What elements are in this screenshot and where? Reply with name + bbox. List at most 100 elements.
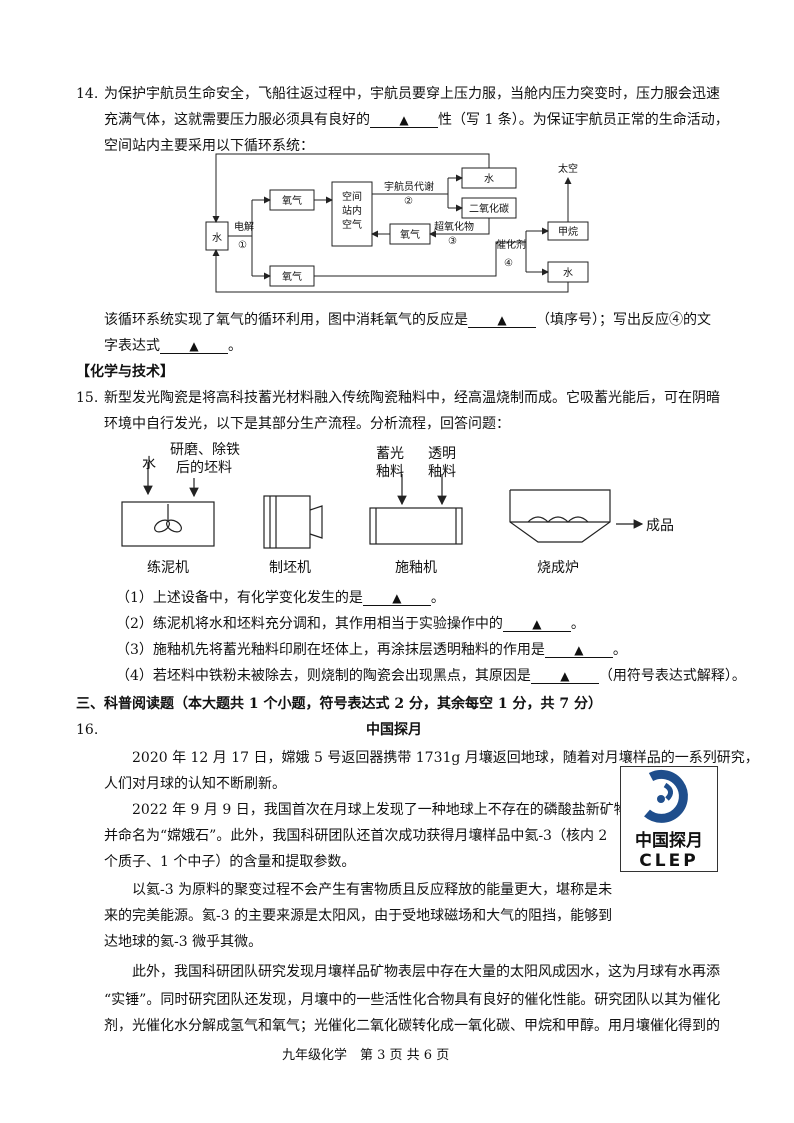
diagram-circle4: ④	[504, 258, 513, 269]
q14-line5: 字表达式 ▲ 。	[104, 336, 242, 356]
q15-sub1a: （1）上述设备中，有化学变化发生的是	[116, 590, 363, 606]
q16-p4c: 剂，光催化水分解成氢气和氧气；光催化二氧化碳转化成一氧化碳、甲烷和甲醇。用月壤催…	[104, 1018, 720, 1034]
q16-p4a: 此外，我国科研团队研究发现月壤样品矿物表层中存在大量的太阳风成因水，这为月球有水…	[132, 964, 720, 980]
flow-glaze2b: 釉料	[428, 464, 456, 480]
q15-sub1: （1）上述设备中，有化学变化发生的是 ▲ 。	[116, 588, 445, 608]
station-air-box	[331, 181, 373, 247]
q15-line2: 环境中自行发光，以下是其部分生产流程。分析流程，回答问题：	[104, 416, 510, 432]
logo-cn: 中国探月	[635, 831, 703, 851]
diagram-oxygen-top: 氧气	[282, 194, 302, 207]
logo-en: CLEP	[639, 851, 699, 871]
q16-p1b: 人们对月球的认知不断刷新。	[104, 776, 286, 792]
production-flow-diagram: 水 研磨、除铁 后的坯料 蓄光 釉料 透明 釉料 成品 练泥机 制坯机 施釉机 …	[121, 442, 674, 576]
diagram-station-air-2: 站内	[342, 204, 362, 217]
q16-p1a: 2020 年 12 月 17 日，嫦娥 5 号返回器携带 1731g 月壤返回地…	[132, 750, 759, 766]
blank-marker: ▲	[497, 313, 507, 327]
q14-line3: 空间站内主要采用以下循环系统：	[104, 138, 314, 154]
flow-grind2: 后的坯料	[176, 460, 232, 476]
section-3-heading: 三、科普阅读题（本大题共 1 个小题，符号表达式 2 分，其余每空 1 分，共 …	[76, 696, 602, 712]
diagram-circle1: ①	[238, 240, 247, 251]
kiln	[509, 489, 611, 543]
glazing-machine	[369, 507, 463, 545]
blank-forming-machine	[263, 495, 311, 549]
flow-water: 水	[142, 456, 156, 472]
q16-p3c: 达地球的氦-3 微乎其微。	[104, 934, 263, 950]
q14-line1: 为保护宇航员生命安全，飞船往返过程中，宇航员要穿上压力服，当舱内压力突变时，压力…	[104, 86, 720, 102]
q15-line1: 新型发光陶瓷是将高科技蓄光材料融入传统陶瓷釉料中，经高温烧制而成。它吸蓄光能后，…	[104, 390, 720, 406]
diagram-metabolism: 宇航员代谢	[384, 180, 434, 193]
answer-blank[interactable]: ▲	[370, 111, 438, 128]
diagram-oxygen-mid: 氧气	[400, 228, 420, 241]
blank-marker: ▲	[399, 113, 409, 127]
q16-p2c: 个质子、1 个中子）的含量和提取参数。	[104, 854, 356, 870]
q14-line4: 该循环系统实现了氧气的循环利用，图中消耗氧气的反应是 ▲ （填序号）；写出反应④的文	[104, 310, 711, 330]
flow-m2: 制坯机	[269, 560, 311, 576]
q14-number: 14.	[76, 86, 99, 102]
blank-marker: ▲	[189, 339, 199, 353]
flow-glaze1b: 釉料	[376, 464, 404, 480]
flow-m3: 施釉机	[395, 560, 437, 576]
answer-blank[interactable]: ▲	[502, 615, 571, 632]
answer-blank[interactable]: ▲	[468, 311, 536, 328]
q15-sub2b: 。	[570, 616, 585, 632]
diagram-station-air-1: 空间	[342, 190, 362, 203]
blank-marker: ▲	[574, 643, 584, 657]
clep-logo: 中国探月 CLEP	[620, 766, 718, 872]
diagram-water-left: 水	[212, 232, 222, 244]
q16-p2a: 2022 年 9 月 9 日，我国首次在月球上发现了一种地球上不存在的磷酸盐新矿…	[132, 802, 642, 818]
q14-line4b: （填序号）；写出反应④的文	[536, 312, 711, 328]
flow-product: 成品	[646, 518, 674, 534]
q15-sub1b: 。	[430, 590, 445, 606]
q16-title: 中国探月	[366, 722, 422, 738]
answer-blank[interactable]: ▲	[544, 641, 613, 658]
diagram-catalyst: 催化剂	[496, 238, 526, 251]
q16-p4b: “实锤”。同时研究团队还发现，月壤中的一些活性化合物具有良好的催化性能。研究团队…	[104, 992, 721, 1008]
q16-number: 16.	[76, 722, 99, 738]
q14-line2a: 充满气体，这就需要压力服必须具有良好的	[104, 112, 370, 128]
blank-marker: ▲	[532, 617, 542, 631]
diagram-oxygen-bottom: 氧气	[282, 270, 302, 283]
q15-sub4b: （用符号表达式解释）。	[598, 668, 746, 684]
blank-marker: ▲	[392, 591, 402, 605]
flow-m4: 烧成炉	[537, 560, 579, 576]
q15-sub3a: （3）施釉机先将蓄光釉料印刷在坯体上，再涂抹层透明釉料的作用是	[116, 642, 545, 658]
q15-sub2a: （2）练泥机将水和坯料充分调和，其作用相当于实验操作中的	[116, 616, 503, 632]
section-tag: 【化学与技术】	[76, 364, 174, 380]
page-footer: 九年级化学 第 3 页 共 6 页	[282, 1048, 450, 1063]
q16-p2b: 并命名为“嫦娥石”。此外，我国科研团队还首次成功获得月壤样品中氦-3（核内 2	[104, 828, 608, 844]
diagram-circle2: ②	[404, 196, 413, 207]
q15-sub4: （4）若坯料中铁粉未被除去，则烧制的陶瓷会出现黑点，其原因是 ▲ （用符号表达式解释…	[116, 666, 746, 686]
q16-p3b: 来的完美能源。氦-3 的主要来源是太阳风，由于受地球磁场和大气的阻挡，能够到	[104, 908, 613, 924]
flow-glaze1a: 蓄光	[376, 446, 404, 462]
answer-blank[interactable]: ▲	[530, 667, 599, 684]
moon-logo-icon	[644, 769, 688, 823]
q14-line5a: 字表达式	[104, 338, 160, 354]
diagram-water-top: 水	[484, 173, 494, 185]
flow-grind1: 研磨、除铁	[170, 442, 240, 458]
diagram-space: 太空	[558, 162, 578, 175]
q14-line2: 充满气体，这就需要压力服必须具有良好的 ▲ 性（写 1 条）。为保证宇航员正常的生命…	[104, 110, 729, 130]
q14-line2b: 性（写 1 条）。为保证宇航员正常的生命活动，	[438, 112, 729, 128]
diagram-water-right: 水	[563, 267, 573, 279]
answer-blank[interactable]: ▲	[160, 337, 228, 354]
circulation-diagram: 水 电解 ① 氧气 氧气 空间 站内 空气 宇航员代谢 ② 水 二氧化碳 超氧化…	[205, 153, 589, 293]
q15-sub3: （3）施釉机先将蓄光釉料印刷在坯体上，再涂抹层透明釉料的作用是 ▲ 。	[116, 640, 627, 660]
answer-blank[interactable]: ▲	[362, 589, 431, 606]
flow-m1: 练泥机	[147, 560, 189, 576]
flow-glaze2a: 透明	[428, 446, 456, 462]
blank-marker: ▲	[560, 669, 570, 683]
diagram-circle3: ③	[448, 236, 457, 247]
q15-sub4a: （4）若坯料中铁粉未被除去，则烧制的陶瓷会出现黑点，其原因是	[116, 668, 531, 684]
q15-sub3b: 。	[612, 642, 627, 658]
diagram-co2: 二氧化碳	[469, 202, 509, 215]
q14-line4a: 该循环系统实现了氧气的循环利用，图中消耗氧气的反应是	[104, 312, 468, 328]
diagram-electrolysis: 电解	[234, 220, 254, 233]
diagram-methane: 甲烷	[558, 225, 578, 238]
q16-p3a: 以氦-3 为原料的聚变过程不会产生有害物质且反应释放的能量更大，堪称是未	[132, 882, 613, 898]
q15-sub2: （2）练泥机将水和坯料充分调和，其作用相当于实验操作中的 ▲ 。	[116, 614, 585, 634]
mixer-machine	[121, 501, 215, 547]
diagram-station-air-3: 空气	[342, 218, 362, 231]
q14-line5b: 。	[228, 338, 242, 354]
q15-number: 15.	[76, 390, 99, 406]
diagram-superoxide: 超氧化物	[434, 220, 474, 233]
